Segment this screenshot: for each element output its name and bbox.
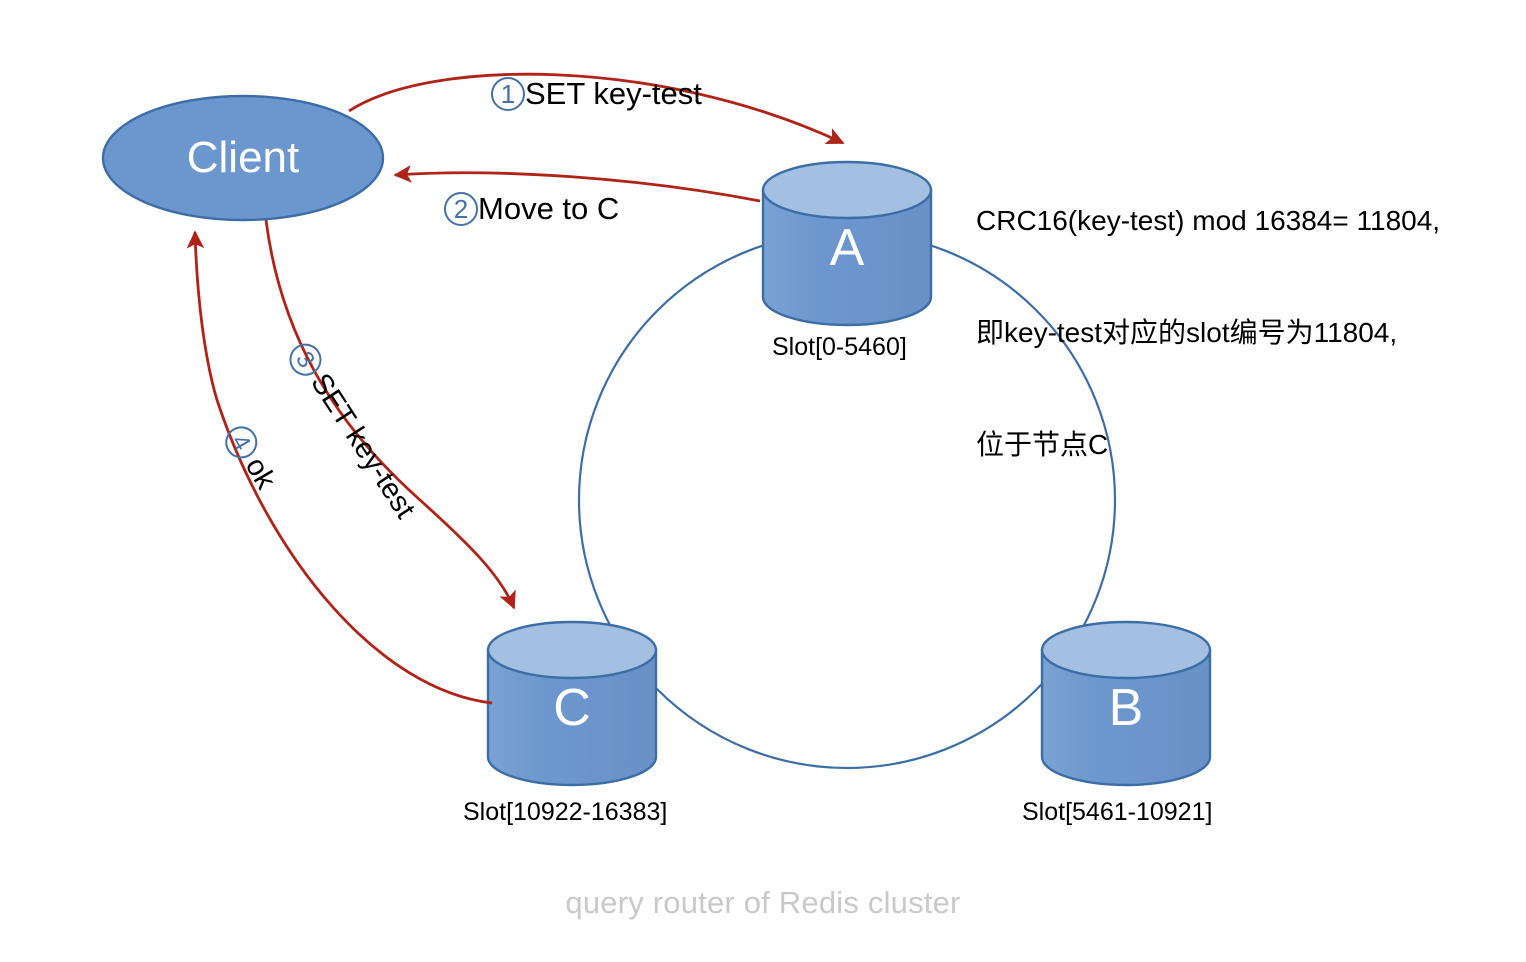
node-c-top bbox=[486, 620, 658, 680]
client-label: Client bbox=[186, 133, 300, 182]
node-a-top bbox=[761, 160, 933, 220]
node-b-letter: B bbox=[1108, 679, 1144, 737]
node-a-letter: A bbox=[829, 219, 865, 277]
diagram-caption: query router of Redis cluster bbox=[565, 885, 961, 920]
step-1-label: 1 SET key-test bbox=[491, 76, 702, 112]
node-b-top bbox=[1040, 620, 1212, 680]
node-b bbox=[1040, 620, 1212, 787]
step-1-text: SET key-test bbox=[525, 76, 702, 111]
step-2-number: 2 bbox=[444, 191, 478, 226]
node-c bbox=[486, 620, 658, 787]
crc-note-line-3: 位于节点C bbox=[976, 428, 1109, 460]
node-b-body bbox=[1040, 648, 1212, 787]
node-a-body bbox=[761, 188, 933, 327]
arrow-step-3 bbox=[264, 219, 516, 610]
node-c-slot-label: Slot[10922-16383] bbox=[463, 798, 668, 826]
client-node bbox=[101, 94, 385, 222]
crc-note-block: CRC16(key-test) mod 16384= 11804, 即key-t… bbox=[976, 128, 1440, 538]
node-a-slot-label: Slot[0-5460] bbox=[772, 333, 907, 361]
crc-note-line-1: CRC16(key-test) mod 16384= 11804, bbox=[976, 205, 1441, 237]
step-2-text: Move to C bbox=[478, 191, 620, 226]
arrow-step-4 bbox=[186, 230, 493, 705]
arrow-step-1 bbox=[348, 72, 845, 145]
arrow-step-2 bbox=[393, 165, 761, 203]
node-b-slot-label: Slot[5461-10921] bbox=[1022, 798, 1213, 826]
node-a bbox=[761, 160, 933, 327]
node-c-letter: C bbox=[553, 679, 591, 737]
node-c-body bbox=[486, 648, 658, 787]
crc-note-line-2: 即key-test对应的slot编号为11804, bbox=[976, 317, 1398, 349]
step-1-number: 1 bbox=[491, 76, 525, 111]
step-2-label: 2 Move to C bbox=[444, 191, 619, 227]
